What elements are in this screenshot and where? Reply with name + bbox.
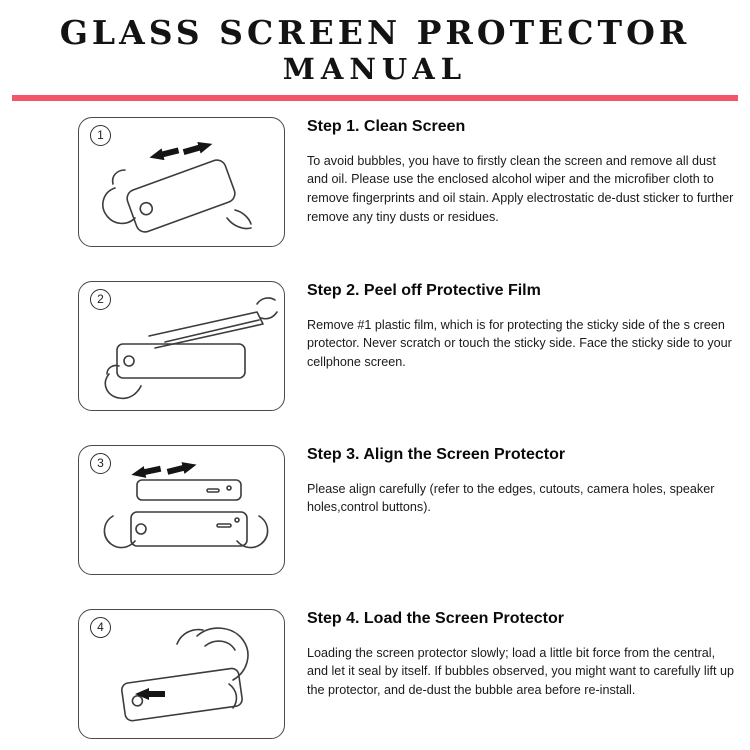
step1-illustration-box: 1 <box>78 116 285 247</box>
step3-text: Step 3. Align the Screen Protector Pleas… <box>307 445 739 517</box>
title-divider <box>12 94 738 101</box>
peel-film-illustration-icon <box>104 296 278 400</box>
step1-text: Step 1. Clean Screen To avoid bubbles, y… <box>307 117 739 227</box>
step1-heading: Step 1. Clean Screen <box>307 117 466 135</box>
film-drawing <box>148 311 264 349</box>
clean-screen-illustration-icon <box>102 141 252 233</box>
step-number-badge: 2 <box>90 288 111 310</box>
step-row-3: 3 Step 3. Align the Screen Protector Ple… <box>78 444 750 575</box>
hand-drawing <box>176 627 249 709</box>
align-protector-illustration-icon <box>103 462 269 549</box>
hand-drawing <box>104 296 278 400</box>
step2-body: Remove #1 plastic film, which is for pro… <box>307 317 732 370</box>
align-arrows-icon <box>131 462 197 478</box>
steps-list: 1 Step 1. Clean Screen To avoid bubbles,… <box>0 116 750 739</box>
step-row-4: 4 Step 4. Load the Screen Protector Load… <box>78 608 750 739</box>
title-line-1: GLASS SCREEN PROTECTOR <box>59 13 691 52</box>
title-line-2: MANUAL <box>282 51 468 86</box>
step-number-badge: 3 <box>90 452 111 474</box>
phone-drawing <box>130 511 248 547</box>
hand-drawing <box>103 515 269 549</box>
phone-drawing <box>121 667 243 722</box>
step-row-1: 1 Step 1. Clean Screen To avoid bubbles,… <box>78 116 750 247</box>
wipe-arrows-icon <box>149 141 213 160</box>
step4-heading: Step 4. Load the Screen Protector <box>307 609 564 627</box>
phone-drawing <box>126 159 236 233</box>
protector-drawing <box>136 479 242 501</box>
step-number-badge: 1 <box>90 124 111 146</box>
step3-heading: Step 3. Align the Screen Protector <box>307 445 566 463</box>
step1-body: To avoid bubbles, you have to firstly cl… <box>307 153 734 224</box>
step3-body: Please align carefully (refer to the edg… <box>307 481 715 515</box>
page-title: GLASS SCREEN PROTECTOR MANUAL <box>0 0 750 86</box>
step-number-badge: 4 <box>90 616 111 638</box>
step-row-2: 2 Step 2. Peel off Protective Film Remov… <box>78 280 750 411</box>
step4-body: Loading the screen protector slowly; loa… <box>307 645 735 698</box>
step2-text: Step 2. Peel off Protective Film Remove … <box>307 281 739 372</box>
step4-illustration-box: 4 <box>78 608 285 739</box>
step3-illustration-box: 3 <box>78 444 285 575</box>
phone-drawing <box>116 343 246 379</box>
step4-text: Step 4. Load the Screen Protector Loadin… <box>307 609 739 700</box>
load-protector-illustration-icon <box>121 627 249 722</box>
step2-illustration-box: 2 <box>78 280 285 411</box>
hand-drawing <box>102 169 252 230</box>
press-arrow-icon <box>135 687 165 700</box>
step2-heading: Step 2. Peel off Protective Film <box>307 281 541 299</box>
